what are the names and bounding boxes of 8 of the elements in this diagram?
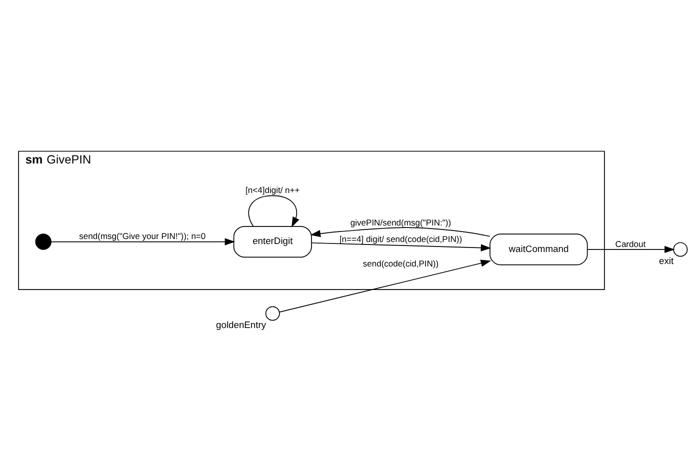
edge-label: send(code(cid,PIN)) <box>362 258 439 268</box>
node-label: exit <box>659 254 674 266</box>
edge-label: [n<4]digit/ n++ <box>246 184 300 195</box>
edge-label: [n==4] digit/ send(code(cid,PIN)) <box>339 233 462 244</box>
edge-label: send(msg("Give your PIN!")); n=0 <box>79 230 206 241</box>
node-label: goldenEntry <box>216 318 266 330</box>
edge-label: givePIN/send(msg("PIN:")) <box>350 217 452 228</box>
edge-label: Cardout <box>615 238 646 248</box>
